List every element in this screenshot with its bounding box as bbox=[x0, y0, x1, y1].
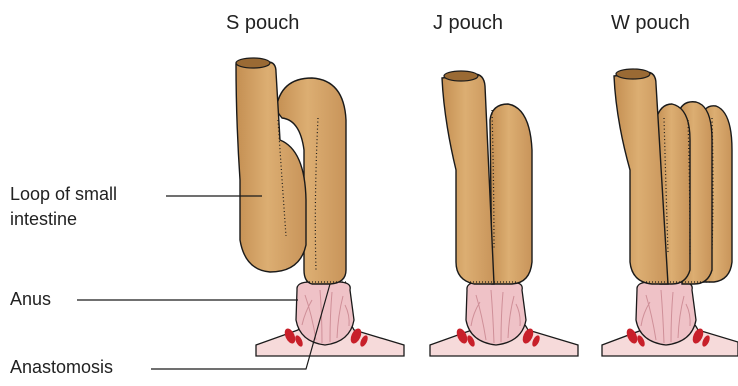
j-pouch-limb-right bbox=[490, 104, 532, 284]
loop-label-line2: intestine bbox=[10, 208, 77, 231]
loop-label-line1: Loop of small bbox=[10, 183, 117, 206]
s-pouch-anal-canal bbox=[296, 282, 354, 345]
s-pouch-lumen bbox=[236, 58, 270, 68]
j-pouch bbox=[430, 71, 578, 356]
j-pouch-anal-canal bbox=[466, 282, 526, 345]
j-pouch-title: J pouch bbox=[433, 12, 503, 35]
j-pouch-lumen bbox=[444, 71, 478, 81]
w-pouch-anal-canal bbox=[636, 282, 696, 345]
s-pouch bbox=[236, 58, 404, 356]
anastomosis-label: Anastomosis bbox=[10, 356, 113, 379]
w-pouch bbox=[602, 69, 738, 356]
w-pouch-lumen bbox=[616, 69, 650, 79]
anus-label: Anus bbox=[10, 288, 51, 311]
j-pouch-limb-left bbox=[442, 74, 494, 284]
w-pouch-limb-1 bbox=[614, 72, 668, 284]
s-pouch-title: S pouch bbox=[226, 12, 299, 35]
w-pouch-title: W pouch bbox=[611, 12, 690, 35]
